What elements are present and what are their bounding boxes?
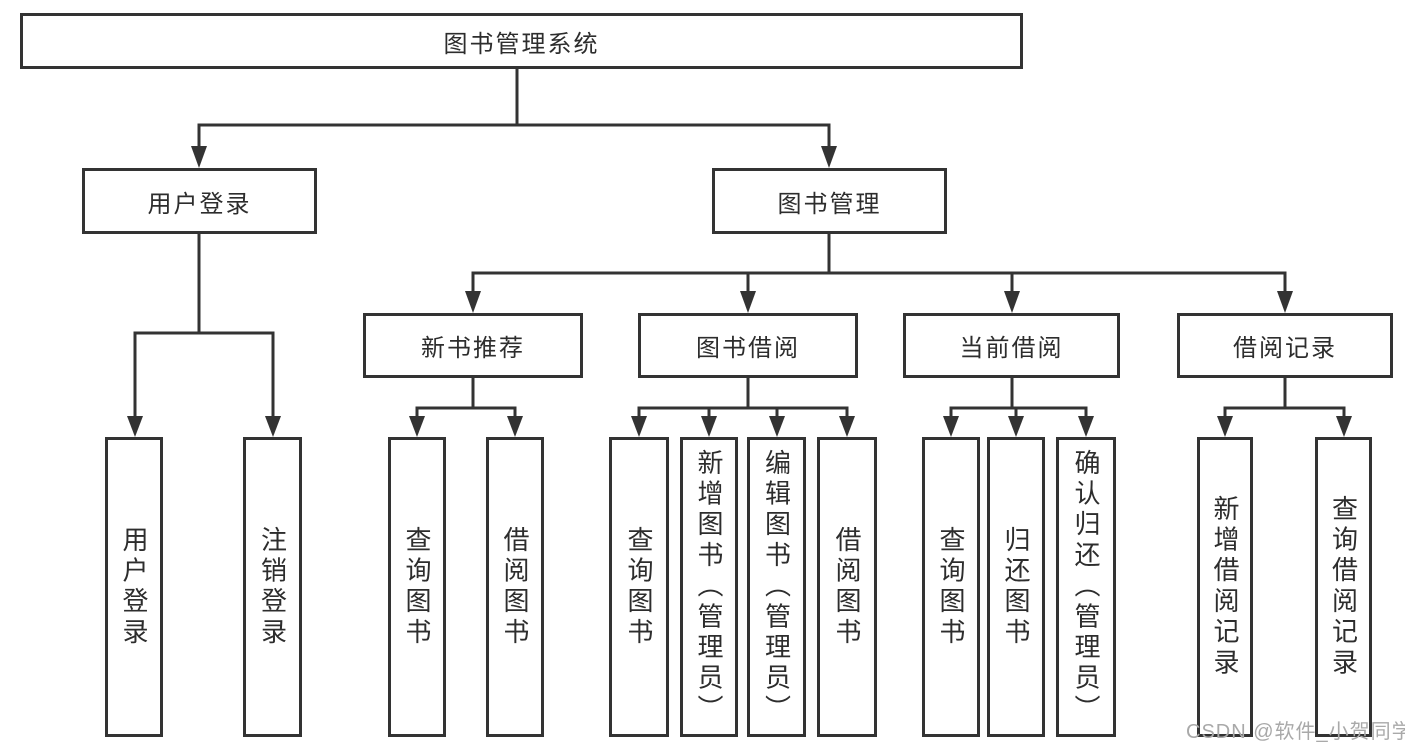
leaf-current-return-books: 归还图书: [987, 437, 1045, 737]
leaf-current-query-books: 查询图书: [922, 437, 980, 737]
node-current-borrowing: 当前借阅: [903, 313, 1120, 378]
leaf-records-add-record: 新增借阅记录: [1197, 437, 1253, 737]
leaf-borrowing-query-books: 查询图书: [609, 437, 669, 737]
leaf-borrowing-add-books-admin: 新增图书（管理员）: [680, 437, 738, 737]
node-book-management: 图书管理: [712, 168, 947, 234]
leaf-newbooks-query-books: 查询图书: [388, 437, 446, 737]
leaf-records-query-record: 查询借阅记录: [1315, 437, 1372, 737]
leaf-logout: 注销登录: [243, 437, 302, 737]
node-library-management-system: 图书管理系统: [20, 13, 1023, 69]
node-user-login: 用户登录: [82, 168, 317, 234]
leaf-user-login: 用户登录: [105, 437, 163, 737]
node-new-book-recommend: 新书推荐: [363, 313, 583, 378]
leaf-borrowing-edit-books-admin: 编辑图书（管理员）: [747, 437, 806, 737]
node-borrowing-records: 借阅记录: [1177, 313, 1393, 378]
leaf-borrowing-borrow-books: 借阅图书: [817, 437, 877, 737]
leaf-newbooks-borrow-books: 借阅图书: [486, 437, 544, 737]
leaf-current-confirm-return-admin: 确认归还（管理员）: [1056, 437, 1116, 737]
node-book-borrowing: 图书借阅: [638, 313, 858, 378]
watermark: CSDN @软件_小贺同学: [1186, 721, 1405, 743]
